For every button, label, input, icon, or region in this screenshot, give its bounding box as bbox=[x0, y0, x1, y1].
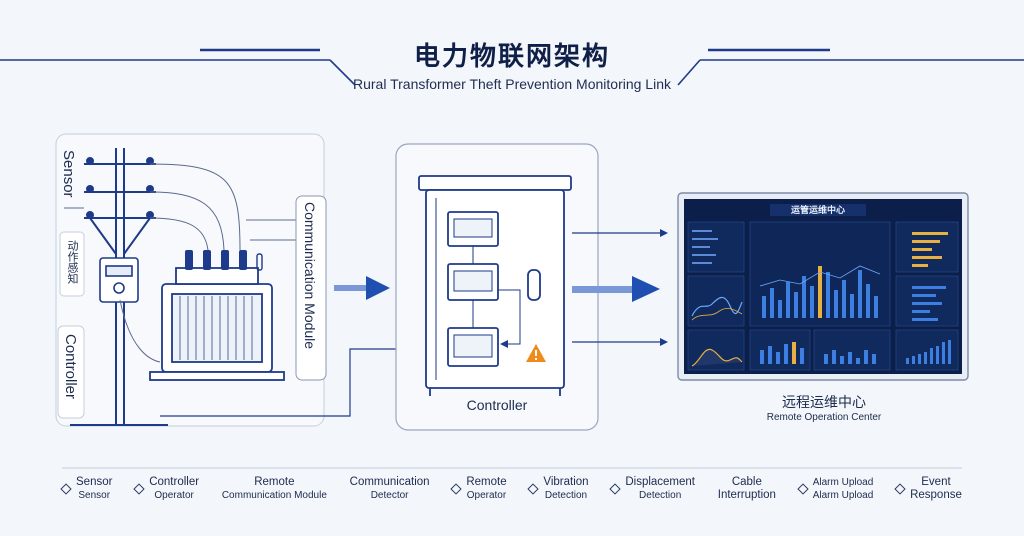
legend-line2: Response bbox=[910, 489, 962, 501]
pole-note-label: 动作感知 bbox=[66, 240, 78, 284]
controller-label-box bbox=[57, 325, 85, 419]
legend-line2: Detection bbox=[639, 490, 682, 501]
header-decoration-right bbox=[677, 48, 1024, 86]
controller-side-label: Controller bbox=[62, 334, 79, 400]
dashboard-title: 运管运维中心 bbox=[790, 206, 845, 216]
legend-line1: Displacement bbox=[625, 476, 695, 488]
diamond-icon bbox=[450, 483, 462, 495]
arrow-controller-to-center-main bbox=[572, 276, 660, 302]
controller-label: Controller bbox=[466, 397, 528, 413]
meter-box-icon bbox=[99, 257, 139, 303]
legend-line1: Communication bbox=[349, 476, 430, 488]
legend-line2: Sensor bbox=[78, 490, 111, 501]
legend-line1: Event bbox=[921, 476, 951, 488]
legend-line2: Alarm Upload bbox=[812, 490, 874, 501]
legend-line1: Alarm Upload bbox=[812, 477, 874, 488]
legend-line2: Operator bbox=[466, 490, 507, 501]
communication-module-box bbox=[295, 195, 327, 381]
operation-dashboard bbox=[677, 192, 969, 381]
transformer-bushings-icon bbox=[185, 250, 263, 271]
sensor-label: Sensor bbox=[60, 150, 77, 198]
legend-line1: Remote bbox=[254, 476, 295, 488]
legend-line1: Cable bbox=[731, 476, 762, 488]
arrow-field-to-controller bbox=[334, 276, 390, 300]
sensor-wires bbox=[119, 163, 300, 363]
legend-line2: Communication Module bbox=[221, 490, 327, 501]
diamond-icon bbox=[133, 483, 145, 495]
legend-line2: Interruption bbox=[717, 489, 776, 501]
legend-line2: Detection bbox=[544, 490, 588, 501]
legend-line2: Detector bbox=[370, 490, 409, 501]
controller-internal-wiring bbox=[472, 246, 521, 345]
legend-line1: Vibration bbox=[543, 476, 589, 488]
diamond-icon bbox=[60, 483, 72, 495]
pole-note-box bbox=[59, 231, 85, 297]
remote-center-title: 远程运维中心 bbox=[782, 395, 866, 411]
legend-line1: Controller bbox=[149, 476, 200, 488]
diamond-icon bbox=[894, 483, 906, 495]
warning-icon bbox=[526, 344, 546, 362]
transformer-icon bbox=[149, 267, 285, 381]
controller-cabinet-icon bbox=[418, 175, 572, 396]
legend-line2: Operator bbox=[154, 490, 194, 501]
diagram-subtitle: Rural Transformer Theft Prevention Monit… bbox=[353, 76, 671, 92]
controller-feedback-line bbox=[160, 348, 398, 417]
header-decoration-left bbox=[0, 48, 356, 86]
legend-line1: Sensor bbox=[76, 476, 113, 488]
diamond-icon bbox=[797, 483, 809, 495]
diamond-icon bbox=[609, 483, 621, 495]
diamond-icon bbox=[527, 483, 540, 495]
diagram-title: 电力物联网架构 bbox=[413, 42, 610, 72]
legend-line1: Remote bbox=[466, 476, 507, 488]
communication-module-label: Communication Module bbox=[302, 202, 318, 350]
remote-center-subtitle: Remote Operation Center bbox=[766, 412, 882, 423]
